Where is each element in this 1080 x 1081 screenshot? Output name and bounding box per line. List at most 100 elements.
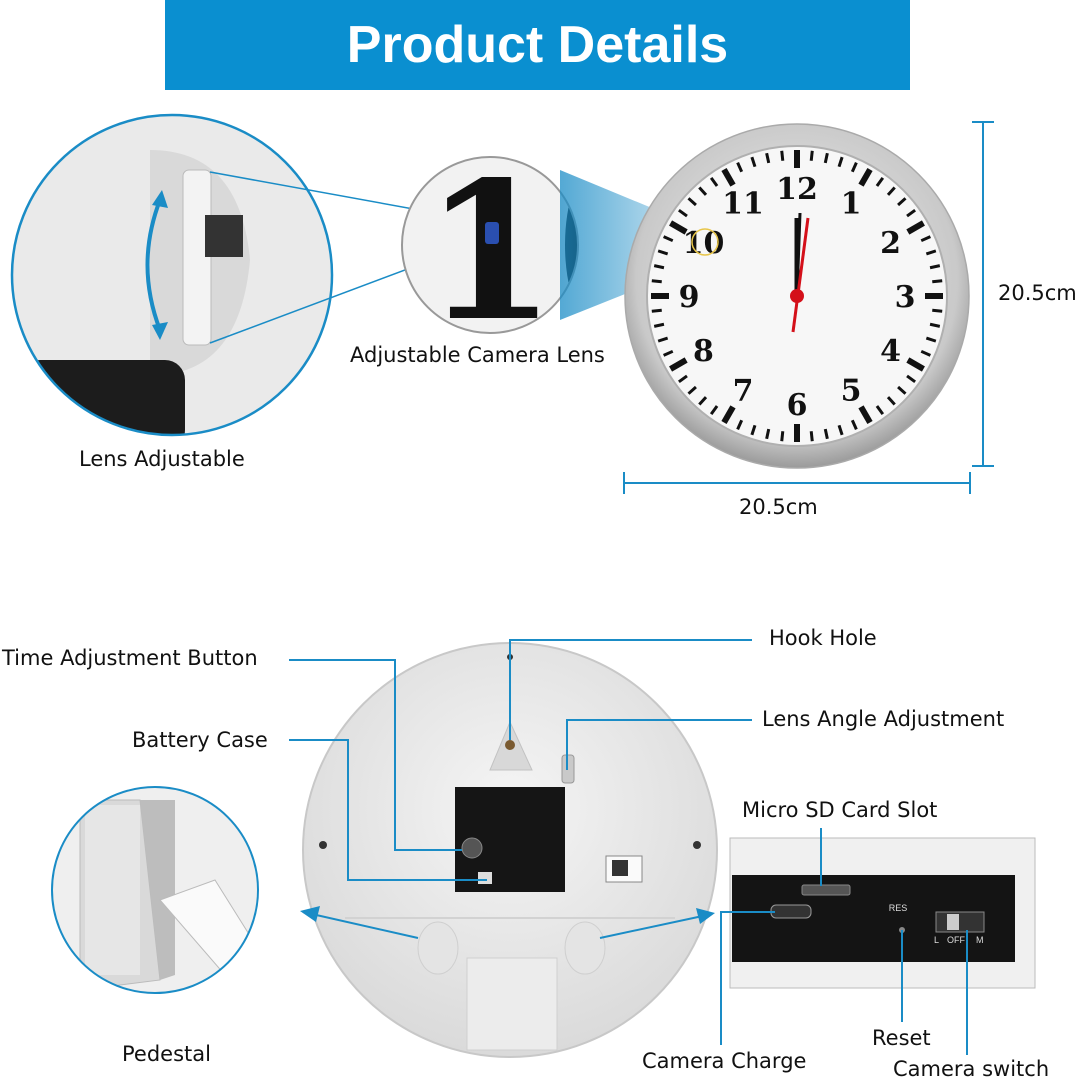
clock-tick	[657, 336, 669, 343]
clock-tick	[932, 279, 943, 284]
clock-tick	[886, 186, 896, 196]
height-dimension-label: 20.5cm	[998, 281, 1077, 305]
clock-tick	[653, 322, 665, 328]
hook-hole-label: Hook Hole	[769, 626, 877, 650]
clock-numeral: 4	[880, 334, 901, 369]
clock-tick	[663, 235, 674, 243]
clock-tick	[657, 249, 669, 256]
clock-tick	[906, 220, 925, 235]
clock-numeral: 11	[722, 186, 764, 221]
clock-tick	[875, 405, 885, 415]
clock-tick	[906, 357, 925, 372]
clock-tick	[929, 264, 941, 270]
clock-tick	[669, 220, 688, 235]
micro-sd-slot	[801, 884, 851, 896]
clock-front: 12 1 2 3 4 5 6 7 8 9 10 11	[624, 123, 970, 469]
time-adjustment-knob	[461, 837, 483, 859]
clock-tick	[765, 152, 771, 164]
clock-tick	[687, 197, 697, 207]
clock-tick	[780, 431, 785, 442]
clock-tick	[750, 156, 757, 168]
height-dimension-line	[972, 121, 994, 467]
micro-sd-card-slot-label: Micro SD Card Slot	[742, 798, 938, 822]
clock-tick	[651, 279, 662, 284]
clock-tick	[858, 168, 873, 187]
switch-l-label: L	[934, 935, 939, 945]
clock-numeral: 5	[841, 374, 862, 409]
clock-numeral: 9	[679, 280, 700, 315]
clock-tick	[750, 424, 757, 436]
port-panel-zoom: RES L OFF M	[729, 837, 1036, 989]
minute-hand	[795, 212, 802, 297]
camera-lens-zoom: 1	[401, 140, 579, 363]
battery-cover	[466, 957, 558, 1051]
clock-tick	[765, 428, 771, 440]
clock-tick	[663, 349, 674, 357]
pedestal-zoom	[51, 786, 259, 994]
clock-tick	[823, 152, 829, 164]
lens-adjustable-zoom	[10, 113, 334, 437]
clock-tick	[886, 396, 896, 406]
second-hand	[791, 217, 810, 333]
clock-numeral: 7	[733, 374, 754, 409]
camera-switch	[935, 911, 985, 933]
width-dimension-label: 20.5cm	[739, 495, 818, 519]
reset-label: Reset	[872, 1026, 931, 1050]
charge-port	[770, 904, 812, 919]
header-banner: Product Details	[165, 0, 910, 90]
lens-adjustable-label: Lens Adjustable	[79, 447, 245, 471]
clock-tick	[929, 322, 941, 328]
speaker-grille-right	[564, 921, 606, 975]
clock-tick	[709, 405, 719, 415]
clock-tick	[736, 419, 744, 430]
clock-tick	[906, 208, 916, 218]
clock-tick	[653, 264, 665, 270]
clock-numerals: 12 1 2 3 4 5 6 7 8 9 10 11	[679, 172, 916, 423]
clock-tick	[823, 428, 829, 440]
battery-case-label: Battery Case	[132, 728, 268, 752]
clock-tick	[850, 419, 858, 430]
clock-tick	[920, 349, 931, 357]
switch-m-label: M	[976, 935, 984, 945]
camera-charge-label: Camera Charge	[642, 1049, 807, 1073]
adjustable-camera-lens-label: Adjustable Camera Lens	[350, 343, 605, 367]
clock-tick	[736, 162, 744, 173]
clock-tick	[850, 162, 858, 173]
clock-tick	[897, 197, 907, 207]
clock-tick	[809, 150, 814, 161]
lens-angle-adjustment-label: Lens Angle Adjustment	[762, 707, 1005, 731]
clock-tick	[721, 168, 736, 187]
pedestal-label: Pedestal	[122, 1042, 211, 1066]
clock-tick	[698, 396, 708, 406]
clock-numeral: 3	[895, 280, 916, 315]
clock-tick	[920, 235, 931, 243]
speaker-grille-left	[417, 921, 459, 975]
clock-tick	[709, 177, 719, 187]
clock-numeral: 1	[841, 186, 862, 221]
clock-numeral: 8	[693, 334, 714, 369]
clock-tick	[858, 405, 873, 424]
clock-tick	[669, 357, 688, 372]
clock-tick	[925, 249, 937, 256]
clock-tick	[678, 374, 688, 384]
clock-tick	[837, 156, 844, 168]
clock-tick	[925, 336, 937, 343]
clock-ticks	[651, 150, 943, 442]
res-label: RES	[889, 903, 908, 913]
clock-tick	[875, 177, 885, 187]
clock-tick	[837, 424, 844, 436]
clock-tick	[678, 208, 688, 218]
clock-tick	[932, 308, 943, 313]
clock-numeral: 6	[787, 388, 808, 423]
page-title: Product Details	[346, 16, 729, 74]
zoom-numeral: 1	[424, 140, 556, 363]
switch-off-label: OFF	[947, 935, 965, 945]
hidden-lens-marker	[691, 228, 719, 256]
clock-numeral: 2	[880, 226, 901, 261]
clock-tick	[809, 431, 814, 442]
clock-tick	[698, 186, 708, 196]
clock-back	[302, 642, 718, 1058]
clock-tick	[906, 374, 916, 384]
clock-numeral: 12	[776, 172, 818, 207]
clock-tick	[651, 308, 662, 313]
